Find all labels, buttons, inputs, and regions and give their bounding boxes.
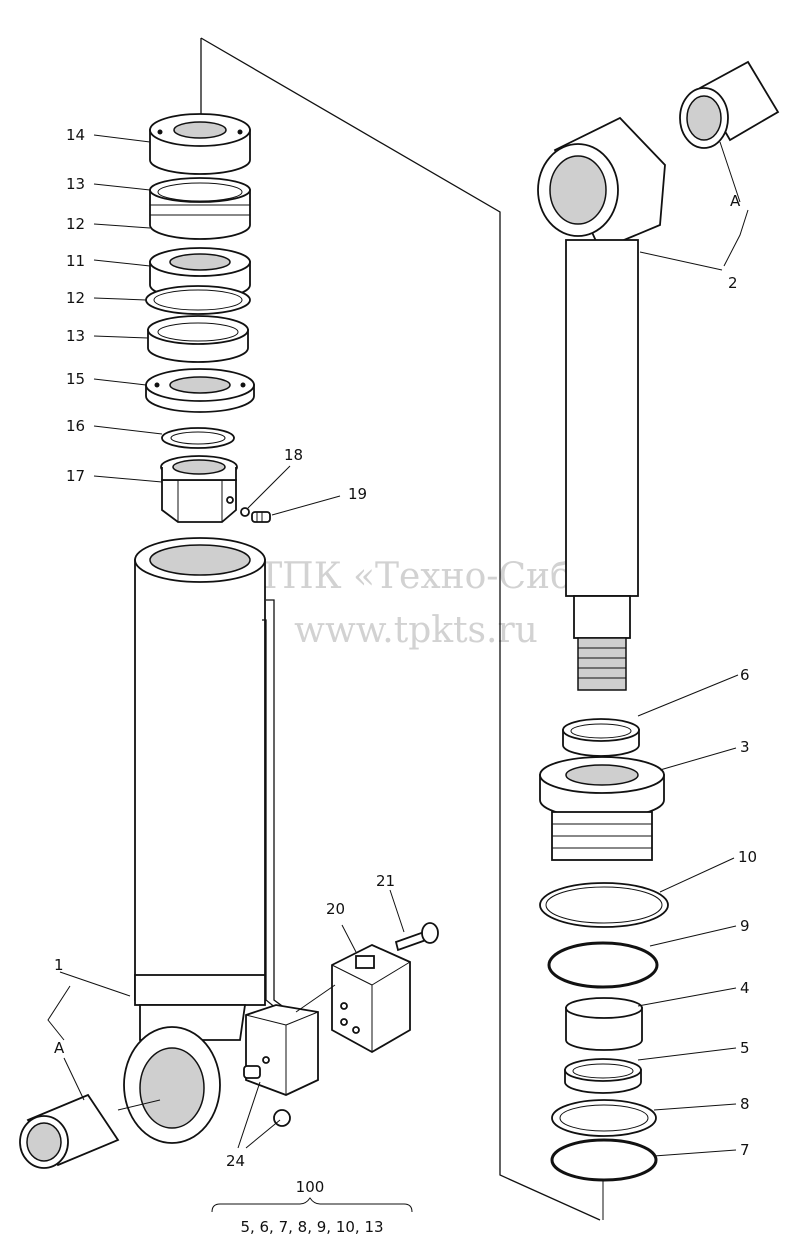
part-5-ring xyxy=(564,1058,642,1094)
callout-17: 17 xyxy=(66,467,85,485)
part-11-bushing xyxy=(149,247,251,300)
part-10-ring xyxy=(539,882,669,928)
assembly-axis-line xyxy=(200,37,601,1221)
part-8-ring xyxy=(551,1099,657,1137)
kit-number: 100 xyxy=(296,1178,325,1196)
callout-18: 18 xyxy=(284,446,303,464)
part-7-o-ring xyxy=(550,1138,658,1182)
callout-5: 5 xyxy=(740,1039,750,1057)
part-4-bushing xyxy=(565,997,643,1051)
part-17-nut xyxy=(160,455,238,523)
callout-20: 20 xyxy=(326,900,345,918)
callout-2: 2 xyxy=(728,274,738,292)
callout-19: 19 xyxy=(348,485,367,503)
bushing-a-right xyxy=(679,60,780,149)
part-19-set-screw xyxy=(251,511,271,523)
part-20-valve-block xyxy=(331,944,411,1054)
part-12-ring xyxy=(145,285,251,315)
part-21-bolt xyxy=(394,922,439,952)
callout-9: 9 xyxy=(740,917,750,935)
callout-14: 14 xyxy=(66,126,85,144)
callout-15: 15 xyxy=(66,370,85,388)
callout-13: 13 xyxy=(66,327,85,345)
callout-12: 12 xyxy=(66,289,85,307)
part-6-ring xyxy=(562,718,640,757)
callout-7: 7 xyxy=(740,1141,750,1159)
part-14-cover xyxy=(149,113,251,175)
bushing-a-left xyxy=(19,1093,120,1169)
part-13-seal-top xyxy=(149,177,251,240)
part-3-gland xyxy=(539,756,665,861)
part-15-plate xyxy=(145,368,255,413)
part-16-washer xyxy=(161,427,235,449)
callout-24: 24 xyxy=(226,1152,245,1170)
part-1-cylinder-tube xyxy=(123,537,297,1144)
kit-parts: 5, 6, 7, 8, 9, 10, 13 xyxy=(240,1218,383,1236)
callout-13: 13 xyxy=(66,175,85,193)
callout-11: 11 xyxy=(66,252,85,270)
callout-10: 10 xyxy=(738,848,757,866)
callout-3: 3 xyxy=(740,738,750,756)
callout-a-left: A xyxy=(54,1039,65,1057)
callout-16: 16 xyxy=(66,417,85,435)
leader-lines xyxy=(47,134,749,1213)
part-2-piston-rod xyxy=(537,116,666,691)
callout-12: 12 xyxy=(66,215,85,233)
part-9-o-ring xyxy=(547,941,659,989)
callout-21: 21 xyxy=(376,872,395,890)
callout-8: 8 xyxy=(740,1095,750,1113)
watermark-url: www.tpkts.ru xyxy=(294,610,538,651)
part-13-seal-bottom xyxy=(147,315,249,363)
callout-4: 4 xyxy=(740,979,750,997)
callout-a-right: A xyxy=(730,192,741,210)
callout-6: 6 xyxy=(740,666,750,684)
watermark-company: ТПК «Техно-Сиб» xyxy=(258,556,593,597)
callout-1: 1 xyxy=(54,956,64,974)
pipe-block xyxy=(245,1004,319,1096)
part-18-ball xyxy=(240,507,250,517)
